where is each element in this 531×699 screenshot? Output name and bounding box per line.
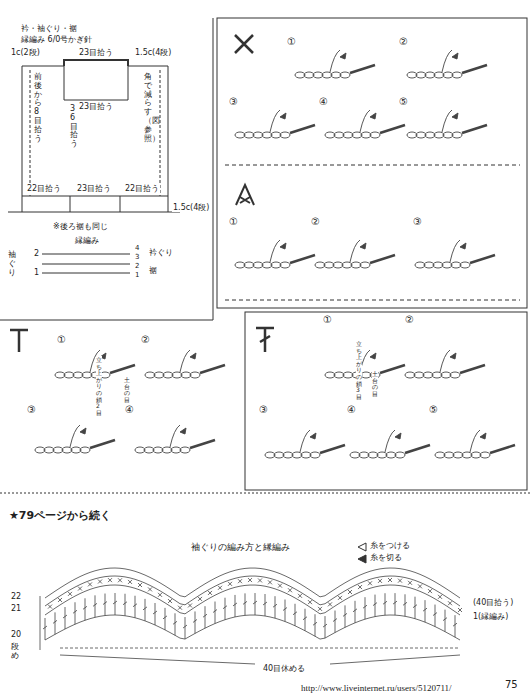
attach-mark bbox=[358, 543, 366, 551]
label: 衿・袖ぐり・裾 bbox=[20, 24, 78, 33]
label: ② bbox=[140, 334, 151, 346]
label: ⑤ bbox=[398, 96, 409, 108]
divider bbox=[0, 493, 531, 494]
label: http://www.liveinternet.ru/users/5120711… bbox=[300, 683, 453, 693]
label: 1 bbox=[134, 271, 140, 279]
label: 衿ぐり bbox=[148, 248, 174, 257]
hook-illustration bbox=[135, 425, 215, 453]
label: 23目拾う bbox=[76, 184, 112, 193]
label: ④ bbox=[346, 404, 357, 416]
stitch-chart bbox=[40, 568, 462, 664]
vest-schematic bbox=[8, 60, 180, 212]
frame bbox=[0, 18, 213, 320]
hook-illustration bbox=[325, 350, 405, 378]
vertical-note: 段め bbox=[11, 642, 19, 662]
label: 1c(2段) bbox=[10, 48, 41, 57]
edging-chart bbox=[42, 254, 130, 273]
hook-illustration bbox=[407, 50, 487, 78]
dc-symbol bbox=[256, 328, 274, 352]
vertical-note: 前後から8目拾う bbox=[34, 72, 42, 144]
label: 1 bbox=[33, 268, 40, 277]
hook-illustration bbox=[35, 425, 115, 453]
label: ① bbox=[322, 314, 333, 326]
label: 75 bbox=[504, 679, 519, 691]
vertical-note: 立ち上がりの鎖2目 bbox=[96, 356, 102, 417]
label: ③ bbox=[26, 404, 37, 416]
hook-illustration bbox=[235, 240, 315, 268]
label: ※後ろ裾も同じ bbox=[52, 222, 109, 231]
hook-illustration bbox=[350, 430, 430, 458]
label: ① bbox=[286, 36, 297, 48]
label: ④ bbox=[318, 96, 329, 108]
divider bbox=[225, 165, 520, 300]
label: ③ bbox=[258, 404, 269, 416]
label: ③ bbox=[412, 216, 423, 228]
hook-illustration bbox=[145, 350, 225, 378]
frame bbox=[245, 312, 527, 490]
label: ① bbox=[228, 216, 239, 228]
label: ⑤ bbox=[428, 404, 439, 416]
label: 2 bbox=[33, 249, 40, 258]
hdc-symbol bbox=[10, 330, 28, 352]
label: 40目休める bbox=[262, 664, 306, 673]
vertical-note: 袖ぐり bbox=[8, 250, 16, 278]
hook-illustration bbox=[407, 110, 487, 138]
label: 3 bbox=[134, 253, 140, 261]
hook-illustration bbox=[405, 350, 485, 378]
label: 21 bbox=[10, 604, 22, 613]
label: 22目拾う bbox=[26, 184, 62, 193]
label: 4 bbox=[134, 244, 140, 252]
label: 縁編み 6/0号かぎ針 bbox=[20, 35, 93, 44]
sc-symbol bbox=[235, 35, 253, 53]
label: 2 bbox=[134, 262, 140, 270]
legend-text: 糸を切る bbox=[370, 553, 402, 562]
vertical-note: 土台の目 bbox=[372, 370, 378, 398]
label: ① bbox=[56, 334, 67, 346]
label: 縁編み bbox=[74, 236, 100, 245]
label: 袖ぐりの編み方と縁編み bbox=[190, 542, 291, 552]
label: 1.5c(4段) bbox=[172, 203, 210, 212]
label: ② bbox=[310, 216, 321, 228]
hook-illustration bbox=[315, 240, 395, 268]
label: ④ bbox=[124, 404, 135, 416]
hook-illustration bbox=[325, 110, 405, 138]
legend-text: 糸をつける bbox=[370, 541, 410, 550]
label: ★79ページから続く bbox=[8, 510, 112, 523]
label: ③ bbox=[228, 96, 239, 108]
label: 22 bbox=[10, 592, 22, 601]
label: ② bbox=[404, 314, 415, 326]
label: (40目拾う) bbox=[472, 598, 514, 607]
label: 23目拾う bbox=[78, 102, 114, 111]
label: 20 bbox=[10, 630, 22, 639]
hook-illustration bbox=[415, 240, 495, 268]
vertical-note: 角で減らす（図参照） bbox=[144, 72, 152, 144]
hook-illustration bbox=[55, 350, 135, 378]
label: ② bbox=[398, 36, 409, 48]
label: 22目拾う bbox=[124, 184, 160, 193]
frame bbox=[217, 18, 527, 308]
cut-mark bbox=[358, 555, 366, 563]
vertical-note: 36目拾う bbox=[70, 104, 78, 150]
hook-illustration bbox=[265, 430, 345, 458]
label: 23目拾う bbox=[78, 48, 114, 57]
hook-illustration bbox=[235, 110, 315, 138]
label: 裾 bbox=[148, 266, 158, 275]
vertical-note: 土台の目 bbox=[124, 376, 130, 404]
vertical-note: 立ち上がりの鎖3目 bbox=[356, 340, 362, 401]
hook-illustration bbox=[295, 50, 375, 78]
sc2tog-symbol bbox=[236, 185, 254, 205]
hook-illustration bbox=[435, 430, 515, 458]
label: 1.5c(4段) bbox=[134, 48, 172, 57]
label: 1(縁編み) bbox=[472, 612, 509, 621]
